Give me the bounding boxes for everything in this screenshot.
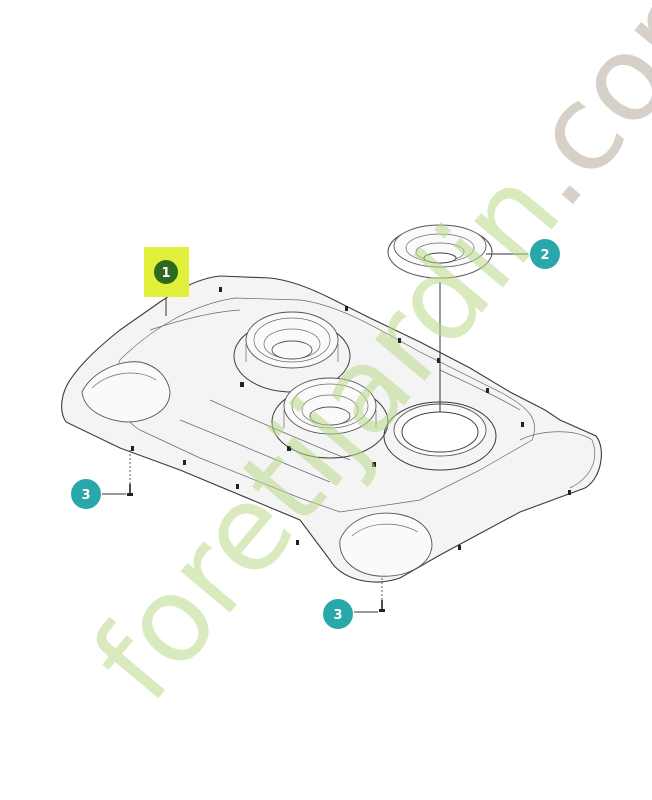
svg-text:2: 2: [540, 248, 549, 263]
mounting-tabs: [131, 287, 571, 550]
cover-plateau-edge: [115, 297, 535, 513]
right-pocket: [339, 512, 433, 577]
body-cover: [61, 275, 602, 583]
svg-text:1: 1: [161, 266, 170, 281]
callout-2: 2: [530, 239, 560, 269]
screw-left: [102, 450, 133, 496]
svg-text:3: 3: [81, 488, 90, 503]
ring-seal: [387, 224, 493, 279]
ring-mount-middle: [271, 377, 389, 459]
svg-text:3: 3: [333, 608, 342, 623]
right-end-cap: [519, 431, 596, 489]
screw-right: [354, 578, 385, 613]
ring-mount-open: [383, 401, 497, 471]
callout-1: 1: [144, 247, 189, 297]
left-pocket: [81, 361, 171, 423]
callout-3-left: 3: [71, 479, 101, 509]
callout-3-right: 3: [323, 599, 353, 629]
